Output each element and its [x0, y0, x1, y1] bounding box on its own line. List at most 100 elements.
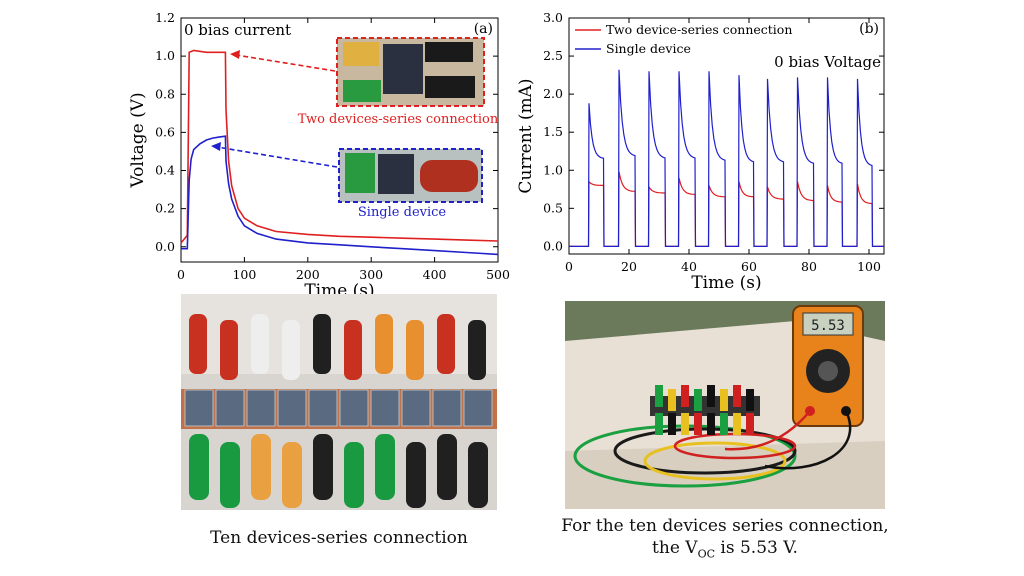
x-tick-label-3: 60 [741, 259, 757, 274]
x-tick-label-4: 80 [801, 259, 817, 274]
multimeter-display-bg [802, 312, 854, 336]
caption-multimeter-line2: the VOC is 5.53 V. [652, 538, 798, 561]
device-8 [432, 389, 462, 427]
device-6 [370, 389, 400, 427]
inset-clip-yellow [343, 42, 379, 66]
legend-label-0: Two device-series connection [606, 22, 792, 37]
bottom-clip-1 [220, 442, 240, 508]
right-bottom-clip-2 [681, 413, 689, 435]
right-top-clip-6 [733, 385, 741, 407]
inset-clip-green [343, 80, 381, 102]
right-bottom-clip-6 [733, 413, 741, 435]
arrow-blue [216, 146, 338, 168]
y-tick-label-4: 0.8 [155, 86, 175, 101]
right-top-clip-2 [681, 385, 689, 407]
right-bottom-clip-4 [707, 413, 715, 435]
top-clip-3 [282, 320, 300, 380]
right-top-clip-1 [668, 389, 676, 411]
inset-device [383, 44, 423, 94]
y-tick-label-3: 0.6 [155, 124, 175, 139]
top-clip-9 [468, 320, 486, 380]
x-tick-label-4: 400 [423, 267, 447, 282]
bottom-clip-6 [375, 434, 395, 500]
arrow-blue-head [211, 142, 221, 151]
y-tick-label-1: 0.2 [155, 201, 175, 216]
photo-ten-devices-illustration [181, 294, 497, 510]
panel-tag: (b) [859, 21, 879, 37]
y-tick-label-3: 1.5 [543, 124, 563, 139]
y-axis-label: Current (mA) [516, 78, 536, 193]
top-clip-7 [406, 320, 424, 380]
device-7 [401, 389, 431, 427]
chart-a-insets: Two devices-series connection Single dev… [211, 37, 499, 220]
panel-annotation: 0 bias Voltage [774, 53, 881, 71]
right-bottom-clip-5 [720, 413, 728, 435]
top-clip-4 [313, 314, 331, 374]
inset-single-device [378, 154, 414, 194]
bottom-clip-3 [282, 442, 302, 508]
x-axis-label: Time (s) [691, 273, 761, 293]
top-clip-1 [220, 320, 238, 380]
x-tick-label-2: 40 [681, 259, 697, 274]
right-top-clip-3 [694, 389, 702, 411]
x-tick-label-5: 100 [857, 259, 881, 274]
inset-single-device-label: Single device [358, 205, 447, 220]
inset-single-clip-red [420, 160, 478, 192]
series-line-1 [569, 69, 884, 247]
x-tick-label-1: 20 [621, 259, 637, 274]
inset-clip-black-2 [425, 76, 475, 98]
device-4 [308, 389, 338, 427]
inset-two-devices-label: Two devices-series connection [298, 112, 499, 127]
y-tick-label-6: 1.2 [155, 10, 175, 25]
caption-multimeter: For the ten devices series connection, t… [535, 515, 915, 565]
bottom-clip-7 [406, 442, 426, 508]
x-tick-label-5: 500 [486, 267, 510, 282]
device-3 [277, 389, 307, 427]
top-clip-2 [251, 314, 269, 374]
arrow-red-head [230, 50, 240, 59]
right-bottom-clip-3 [694, 413, 702, 435]
inset-single-clip-green [345, 153, 375, 193]
y-tick-label-0: 0.0 [155, 239, 175, 254]
y-tick-label-2: 1.0 [543, 162, 563, 177]
top-clip-5 [344, 320, 362, 380]
right-bottom-clip-0 [655, 413, 663, 435]
caption-ten-devices: Ten devices-series connection [210, 528, 468, 548]
device-5 [339, 389, 369, 427]
series-line-0 [180, 49, 499, 244]
photo-multimeter-illustration: 5.53 [565, 301, 885, 509]
top-clip-8 [437, 314, 455, 374]
y-tick-label-5: 2.5 [543, 48, 563, 63]
right-bottom-clip-1 [668, 413, 676, 435]
x-tick-label-0: 0 [177, 267, 185, 282]
device-2 [246, 389, 276, 427]
bottom-clip-4 [313, 434, 333, 500]
device-0 [184, 389, 214, 427]
x-tick-label-1: 100 [232, 267, 256, 282]
y-tick-label-2: 0.4 [155, 163, 175, 178]
right-top-clip-7 [746, 389, 754, 411]
plot-frame [180, 17, 499, 263]
y-tick-label-5: 1.0 [155, 48, 175, 63]
plot-frame [568, 17, 885, 255]
right-top-clip-5 [720, 389, 728, 411]
bottom-clip-2 [251, 434, 271, 500]
y-tick-label-6: 3.0 [543, 10, 563, 25]
x-tick-label-0: 0 [565, 259, 573, 274]
bottom-clip-9 [468, 442, 488, 508]
y-axis-label: Voltage (V) [128, 92, 148, 188]
right-bottom-clip-7 [746, 413, 754, 435]
y-tick-label-1: 0.5 [543, 200, 563, 215]
legend-label-1: Single device [606, 41, 691, 56]
top-clip-0 [189, 314, 207, 374]
series-line-1 [181, 135, 499, 256]
top-clip-6 [375, 314, 393, 374]
photo-ten-devices [181, 294, 497, 510]
bottom-clip-8 [437, 434, 457, 500]
bottom-clip-5 [344, 442, 364, 508]
series-line-0 [569, 171, 884, 247]
y-tick-label-4: 2.0 [543, 86, 563, 101]
